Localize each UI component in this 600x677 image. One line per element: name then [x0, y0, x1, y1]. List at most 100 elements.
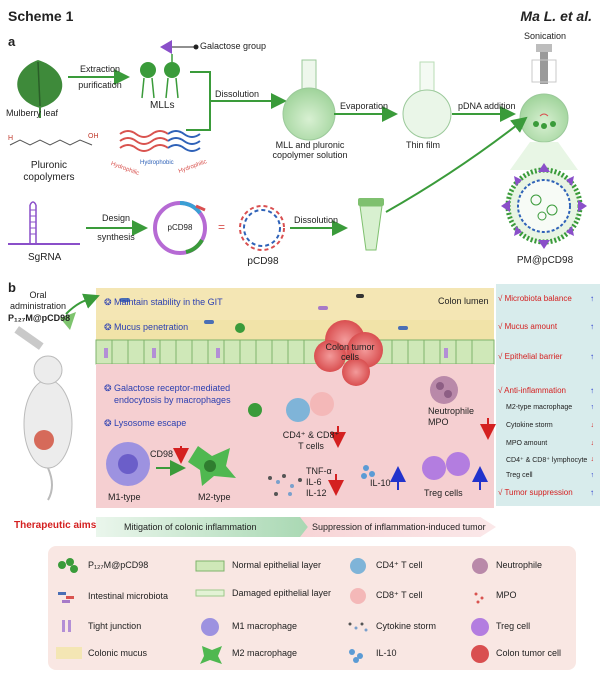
arrow-down-icon: ↓	[590, 456, 595, 463]
outcome-item: √ Tumor suppression↑	[498, 488, 596, 497]
outcome-label: √ Mucus amount	[498, 322, 558, 331]
legend-neutrophile-icon	[472, 558, 488, 574]
outcome-item: MPO amount↓	[506, 440, 596, 447]
sgrna-label: SgRNA	[28, 252, 62, 263]
legend-cd8-label: CD8⁺ T cell	[376, 590, 423, 600]
galactose-label-2: endocytosis by macrophages	[114, 395, 231, 405]
legend-normal-epi-label: Normal epithelial layer	[232, 560, 322, 570]
legend-m1-icon	[201, 618, 219, 636]
il6-label: IL-6	[306, 477, 322, 487]
outcome-label: √ Anti-inflammation	[498, 386, 566, 395]
mll-icon	[140, 40, 199, 99]
il10-icon	[361, 465, 375, 479]
legend-treg-icon	[471, 618, 489, 636]
arrow-up-icon: ↑	[590, 404, 595, 411]
syringe-icon	[14, 312, 76, 350]
arrow-up-icon: ↑	[590, 294, 594, 303]
legend-cytokine-icon	[348, 622, 368, 632]
legend-mucus-icon	[56, 647, 82, 659]
cd4-cd8-label-2: T cells	[298, 441, 324, 451]
legend-cd4-icon	[350, 558, 366, 574]
equals-sign: =	[218, 220, 226, 234]
legend-mpo-icon	[474, 592, 484, 604]
copolymer-icon	[119, 130, 201, 152]
dissolution-1-label: Dissolution	[215, 89, 260, 99]
pcd98-label: pCD98	[247, 256, 279, 267]
legend-p127-label: P₁₂₇M@pCD98	[88, 560, 149, 570]
sonication-label: Sonication	[524, 31, 567, 41]
arrow-up-icon: ↑	[590, 472, 595, 479]
lysosome-label: ❂ Lysosome escape	[104, 418, 187, 428]
arrow-down-icon: ↓	[590, 440, 595, 447]
p127-label: P₁₂₇M@pCD98	[8, 313, 71, 323]
evaporation-label: Evaporation	[340, 101, 389, 111]
design-label: Design	[101, 213, 130, 223]
cd98-label: CD98	[150, 449, 174, 459]
legend-neutrophile-label: Neutrophile	[496, 560, 543, 570]
legend-il10-label: IL-10	[376, 648, 397, 658]
tnf-label: TNF-α	[306, 466, 332, 476]
arrow-down-icon: ↓	[590, 422, 595, 429]
legend-microbiota-icon	[58, 592, 74, 603]
mll-solution-label-2: copolymer solution	[272, 150, 348, 160]
sgrna-icon	[8, 201, 80, 245]
pcd98-plasmid-label: pCD98	[167, 223, 193, 232]
pluronic-structure-icon: H OH	[8, 133, 99, 146]
legend-tight-junction-icon	[62, 620, 71, 632]
il12-label: IL-12	[306, 488, 327, 498]
panel-b-letter: b	[8, 280, 16, 295]
legend-tight-junction-label: Tight junction	[88, 621, 142, 631]
m2-macrophage-icon	[188, 446, 236, 486]
hydrophobic-label: Hydrophobic	[140, 160, 174, 166]
m2-type-label: M2-type	[198, 492, 231, 502]
dissolution-2-label: Dissolution	[294, 215, 339, 225]
tube-icon	[358, 198, 384, 251]
arrow-up-icon: ↑	[590, 488, 594, 497]
legend-microbiota-label: Intestinal microbiota	[88, 591, 169, 601]
legend-m2-icon	[200, 646, 222, 664]
colon-tumor-cluster-icon	[314, 320, 383, 386]
mll-solution-label-1: MLL and pluronic	[275, 140, 345, 150]
aim-bar-tumor	[300, 517, 496, 537]
author-label: Ma L. et al.	[520, 8, 592, 24]
legend-cytokine-label: Cytokine storm	[376, 621, 437, 631]
aim-2-label: Suppression of inflammation-induced tumo…	[312, 522, 486, 532]
epithelial-layer	[95, 339, 495, 365]
mpo-label: MPO	[428, 417, 449, 427]
svg-text:H: H	[8, 135, 13, 142]
scheme-title: Scheme 1	[8, 8, 74, 24]
arrow-up-icon: ↑	[590, 386, 594, 395]
outcome-label: √ Epithelial barrier	[498, 352, 563, 361]
arrow-up-icon: ↑	[590, 322, 594, 331]
svg-text:OH: OH	[88, 133, 99, 140]
flask-thin-film-icon	[402, 61, 452, 139]
outcome-label: Cytokine storm	[506, 422, 553, 429]
outcome-item: √ Epithelial barrier ↑	[498, 352, 596, 361]
maintain-stability-label: ❂ Maintain stability in the GIT	[104, 297, 223, 307]
neutrophile-label: Neutrophile	[428, 406, 475, 416]
legend-mpo-label: MPO	[496, 590, 517, 600]
mlls-label: MLLs	[150, 100, 175, 111]
legend-damaged-epi-icon	[195, 589, 225, 597]
treg-cells-label: Treg cells	[424, 488, 463, 498]
treg-cells-icon	[422, 452, 470, 480]
outcome-label: M2-type macrophage	[506, 404, 573, 411]
legend-cd4-label: CD4⁺ T cell	[376, 560, 423, 570]
legend-treg-label: Treg cell	[496, 621, 531, 631]
thin-film-label: Thin film	[406, 140, 441, 150]
legend-m1-label: M1 macrophage	[232, 621, 298, 631]
mucus-penetration-label: ❂ Mucus penetration	[104, 322, 189, 332]
pm-pcd98-label: PM@pCD98	[516, 255, 574, 266]
arrow-up-icon: ↑	[590, 352, 594, 361]
outcome-item: CD4⁺ & CD8⁺ lymphocyte↓	[506, 456, 596, 464]
galactose-label-1: ❂ Galactose receptor-mediated	[104, 383, 231, 393]
legend-il10-icon	[349, 649, 363, 663]
synthesis-label: synthesis	[97, 232, 135, 242]
legend-damaged-epi-label: Damaged epithelial layer	[232, 588, 332, 598]
legend-box	[48, 546, 576, 670]
il10-label: IL-10	[370, 478, 391, 488]
pdna-addition-label: pDNA addition	[458, 101, 516, 111]
legend-mucus-label: Colonic mucus	[88, 648, 148, 658]
outcome-label: √ Microbiota balance	[498, 294, 572, 303]
